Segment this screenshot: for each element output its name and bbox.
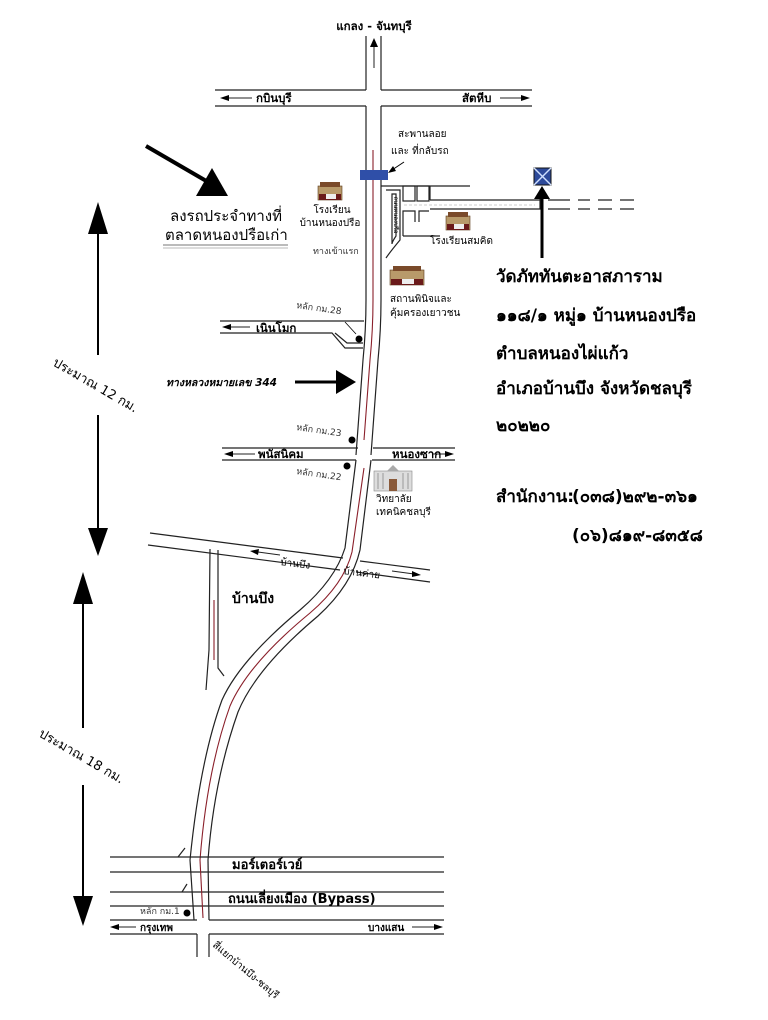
- road-to-temple: [381, 185, 634, 237]
- police-building-icon: [389, 266, 425, 286]
- school1-label-2: บ้านหนองปรือ: [300, 217, 361, 229]
- highway-arrow-icon: [295, 370, 356, 394]
- north-direction-label: แกลง - จันทบุรี: [336, 19, 412, 34]
- police-label-2: คุ้มครองเยาวชน: [390, 307, 461, 319]
- school-building-icon: [317, 182, 343, 201]
- km23-marker: [348, 436, 356, 444]
- road-motorway: [110, 856, 444, 873]
- west-bottom-label: กรุงเทพ: [140, 923, 173, 934]
- road-banbueng-bankhai: [147, 532, 431, 583]
- bridge-label-2: และ ที่กลับรถ: [391, 143, 449, 157]
- km23-label: หลัก กม.23: [296, 423, 342, 439]
- phone-mobile: (๐๖)๘๑๙-๘๓๕๘: [572, 526, 703, 546]
- east-bottom-label: บางแสน: [368, 923, 404, 934]
- arrow-east-bankhai-icon: [391, 570, 421, 577]
- loop-road-label: ถนนหนองปรือ: [392, 196, 400, 233]
- highway-344-middle: [189, 459, 372, 861]
- arrow-west-top-icon: [220, 95, 252, 101]
- highway-label: ทางหลวงหมายเลข 344: [166, 377, 277, 389]
- arrow-east-nongsak-icon: [433, 451, 454, 457]
- arrow-west-banbueng-icon: [250, 549, 281, 556]
- bus-stop-arrow-icon: [144, 144, 228, 196]
- distance-18km-arrow-icon: [73, 572, 93, 926]
- college-label-2: เทคนิคชลบุรี: [376, 506, 431, 518]
- temple-marker-icon: [533, 167, 552, 186]
- bridge-marker: [360, 170, 388, 180]
- address-line-4: อำเภอบ้านบึง จังหวัดชลบุรี: [496, 378, 693, 399]
- junction-label: สี่แยกบ้านบึง-ชลบุรี: [210, 938, 283, 1002]
- arrow-east-top-icon: [500, 95, 530, 101]
- arrow-east-bangsaen-icon: [412, 924, 443, 930]
- road-bypass: [110, 891, 444, 907]
- west-top-label: กบินบุรี: [256, 91, 292, 106]
- km28-marker: [355, 335, 363, 343]
- distance-12km-label: ประมาณ 12 กม.: [50, 355, 140, 416]
- km22-label: หลัก กม.22: [296, 467, 342, 483]
- km1-marker: [183, 909, 191, 917]
- arrow-west-noenmok-icon: [222, 324, 250, 330]
- bypass-label: ถนนเลี่ยงเมือง (Bypass): [228, 889, 376, 907]
- town-label: บ้านบึง: [232, 590, 274, 607]
- distance-12km-arrow-icon: [88, 202, 108, 556]
- arrow-north-icon: [370, 38, 378, 68]
- temple-pointer-arrow-icon: [534, 186, 550, 258]
- road-phanat-nongsak: [222, 447, 455, 461]
- motorway-label: มอร์เตอร์เวย์: [232, 857, 302, 873]
- east-low-label: หนองซาก: [392, 447, 441, 461]
- school2-label: โรงเรียนสมคิด: [430, 234, 493, 247]
- road-bankhai-label: บ้านค่าย: [343, 565, 381, 581]
- police-label-1: สถานพินิจและ: [390, 294, 452, 305]
- road-top-crossing: [215, 36, 532, 107]
- bridge-label-1: สะพานลอย: [398, 129, 447, 140]
- phone-office: (๐๓๘)๒๙๒-๓๖๑: [572, 487, 698, 507]
- school2-building-icon: [445, 212, 471, 231]
- bus-stop-label-2: ตลาดหนองปรือเก่า: [165, 226, 288, 244]
- distance-18km-label: ประมาณ 18 กม.: [36, 726, 126, 787]
- loop-road: ถนนหนองปรือ: [385, 189, 401, 259]
- arrow-west-phanat-icon: [224, 451, 255, 457]
- school1-entry-label: ทางเข้าแรก: [313, 246, 359, 257]
- road-noenmok: [220, 320, 364, 349]
- bridge-pointer-icon: [388, 161, 405, 173]
- km22-marker: [343, 462, 351, 470]
- road-banbueng-branch: [205, 548, 225, 691]
- school1-label-1: โรงเรียน: [313, 203, 350, 216]
- phone-label: สำนักงาน:: [496, 487, 574, 507]
- postal-code: ๒๐๒๒๐: [496, 416, 550, 436]
- west-low-label: พนัสนิคม: [258, 447, 304, 461]
- college-building-icon: [373, 465, 413, 492]
- km1-label: หลัก กม.1: [140, 907, 180, 917]
- road-bangkok-bangsaen: [110, 847, 444, 957]
- temple-name: วัดภัททันตะอาสภาราม: [496, 267, 663, 287]
- west-mid-label: เนินโมก: [256, 320, 296, 335]
- highway-344-upper: [355, 106, 382, 456]
- bus-stop-label-1: ลงรถประจำทางที่: [170, 205, 282, 225]
- arrow-west-bangkok-icon: [110, 924, 136, 930]
- east-top-label: สัตหีบ: [462, 91, 491, 105]
- km28-label: หลัก กม.28: [296, 301, 343, 317]
- college-label-1: วิทยาลัย: [376, 494, 412, 505]
- road-banbueng-label: บ้านบึง: [280, 556, 311, 572]
- address-line-2: ๑๑๘/๑ หมู่๑ บ้านหนองปรือ: [496, 305, 696, 327]
- address-line-3: ตำบลหนองไผ่แก้ว: [496, 343, 628, 364]
